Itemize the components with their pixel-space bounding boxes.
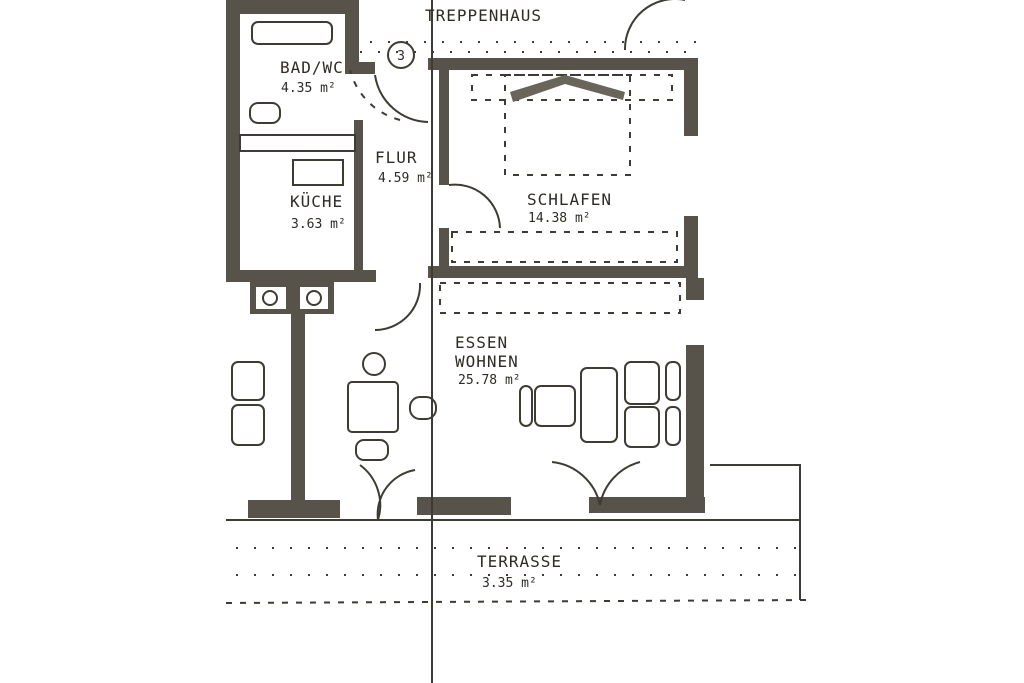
label-wohnen: WOHNEN [455, 352, 519, 371]
area-wohnen: 25.78 m² [458, 373, 521, 388]
sofa-arm [665, 361, 681, 401]
wall-kitchen-east [354, 120, 363, 270]
area-schlafen: 14.38 m² [528, 211, 591, 226]
terrace-screen [710, 464, 801, 600]
wall-south-3 [589, 497, 705, 513]
wall-bedroom-west-lower [439, 228, 449, 270]
terrace-chair [231, 361, 265, 401]
guide-lines [225, 0, 811, 683]
chair-icon [409, 396, 437, 420]
area-flur: 4.59 m² [378, 171, 433, 186]
area-terrasse: 3.35 m² [482, 576, 537, 591]
sofa-arm [665, 406, 681, 446]
wardrobe-living [439, 282, 681, 314]
armchair-icon [624, 406, 660, 448]
door-swing-entry [374, 74, 429, 123]
kitchen-counter [239, 134, 356, 152]
stove-icon [292, 159, 344, 186]
door-swing-living [374, 282, 422, 332]
wall-kitchen-bottom [226, 270, 376, 282]
wall-bedroom-east-lower [684, 216, 698, 278]
terrace-door-right [551, 461, 641, 506]
fixtures [231, 0, 801, 600]
bed-head [471, 74, 673, 101]
washbasin-icon [249, 102, 281, 124]
coffee-table [580, 367, 618, 443]
wall-living-east-lower [686, 345, 704, 505]
wall-bedroom-west-upper [439, 70, 449, 185]
shaft-icon [306, 290, 322, 306]
shaft-icon [262, 290, 278, 306]
label-schlafen: SCHLAFEN [527, 190, 612, 209]
wardrobe-bedroom [451, 231, 678, 263]
stair-marker: 3 [387, 41, 415, 69]
label-bad: BAD/WC [280, 58, 344, 77]
wall-bath-east [345, 0, 359, 74]
wall-bedroom-top [428, 58, 698, 70]
wall-bedroom-east-upper [684, 58, 698, 136]
terrace-door-left [359, 464, 416, 521]
area-kueche: 3.63 m² [291, 217, 346, 232]
stair-door-swing [623, 0, 685, 51]
stair-number-circle [387, 41, 415, 69]
wall-south-1 [248, 500, 340, 518]
wall-living-east-upper [686, 278, 704, 300]
terrace-chair [231, 404, 265, 446]
label-essen: ESSEN [455, 333, 508, 352]
chair-icon [362, 352, 386, 376]
label-kueche: KÜCHE [290, 192, 343, 211]
wall-south-2 [417, 497, 511, 515]
dining-table [347, 381, 399, 433]
wall-bedroom-bottom [428, 266, 698, 278]
walls [226, 0, 705, 518]
chair-icon [355, 439, 389, 461]
wall-bath-corner [345, 62, 375, 74]
sofa-arm [519, 385, 533, 427]
room-labels: TREPPENHAUS BAD/WC 4.35 m² FLUR 4.59 m² … [280, 6, 612, 591]
stair-number: 3 [397, 49, 405, 64]
bathtub-icon [251, 21, 333, 45]
armchair-icon [624, 361, 660, 405]
wall-west [226, 0, 240, 282]
label-terrasse: TERRASSE [477, 552, 562, 571]
area-bad: 4.35 m² [281, 81, 336, 96]
wall-bath-top [226, 0, 358, 14]
lamp-icon [510, 75, 625, 102]
door-swing-bedroom [448, 183, 501, 229]
label-treppenhaus: TREPPENHAUS [425, 6, 542, 25]
armchair-icon [534, 385, 576, 427]
wall-living-west [291, 282, 305, 518]
terrace-edge-bottom [225, 599, 811, 604]
label-flur: FLUR [375, 148, 418, 167]
